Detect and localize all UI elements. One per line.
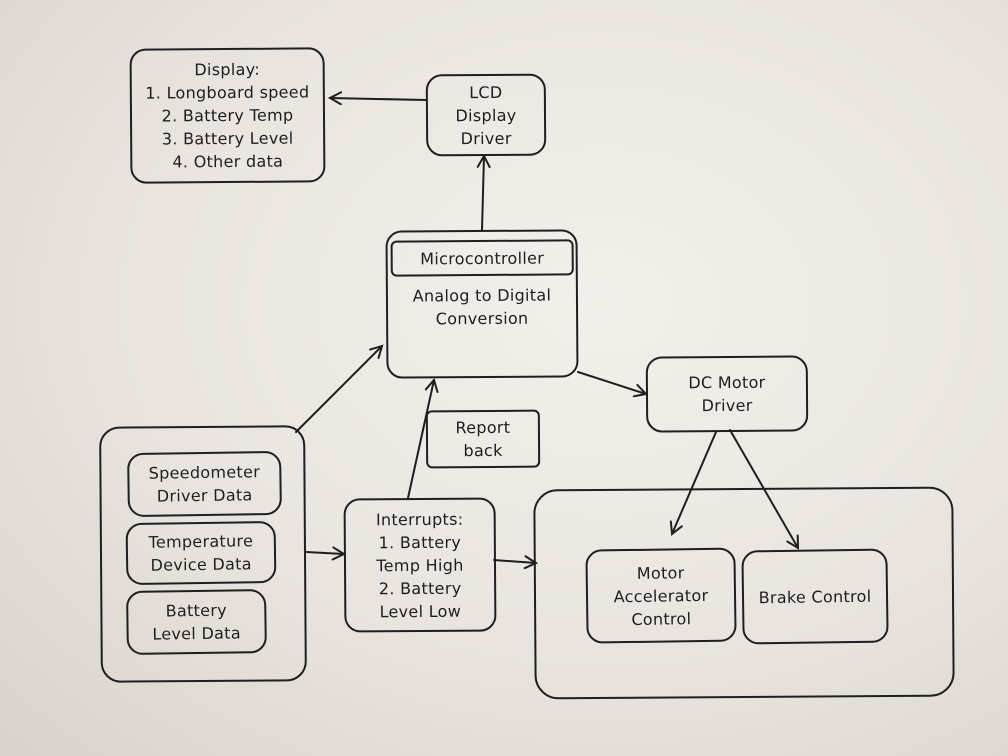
arrow-lcd-to-display <box>330 98 427 100</box>
arrow-dc-to-brake <box>729 429 798 548</box>
motor-controls-group: Motor Accelerator Control Brake Control <box>533 486 955 700</box>
motor-accelerator-control-box: Motor Accelerator Control <box>585 547 737 644</box>
arrow-inputs-to-micro <box>295 346 382 433</box>
microcontroller-body-text: Analog to Digital Conversion <box>412 285 552 329</box>
lcd-display-driver-box: LCD Display Driver <box>425 73 547 157</box>
dc-motor-driver-box: DC Motor Driver <box>645 355 809 433</box>
display-output-box: Display: 1. Longboard speed 2. Battery T… <box>129 47 326 184</box>
battery-level-data-box: Battery Level Data <box>126 589 267 656</box>
arrow-interrupts-to-controls <box>493 560 536 563</box>
report-back-box: Report back <box>425 409 541 469</box>
arrow-inputs-to-interrupts <box>305 552 344 554</box>
temperature-data-box: Temperature Device Data <box>125 520 277 586</box>
arrow-micro-to-lcd <box>482 156 484 231</box>
microcontroller-title-box: Microcontroller <box>390 239 574 277</box>
speedometer-data-box: Speedometer Driver Data <box>127 450 282 518</box>
interrupts-box: Interrupts: 1. Battery Temp High 2. Batt… <box>343 497 497 633</box>
brake-control-box: Brake Control <box>741 548 889 645</box>
arrow-interrupts-to-micro <box>407 380 434 499</box>
microcontroller-box: Microcontroller Analog to Digital Conver… <box>385 229 579 379</box>
arrow-dc-to-accelerator <box>672 431 717 534</box>
sensor-inputs-group: Speedometer Driver Data Temperature Devi… <box>99 425 307 683</box>
arrow-micro-to-dc <box>577 371 646 394</box>
